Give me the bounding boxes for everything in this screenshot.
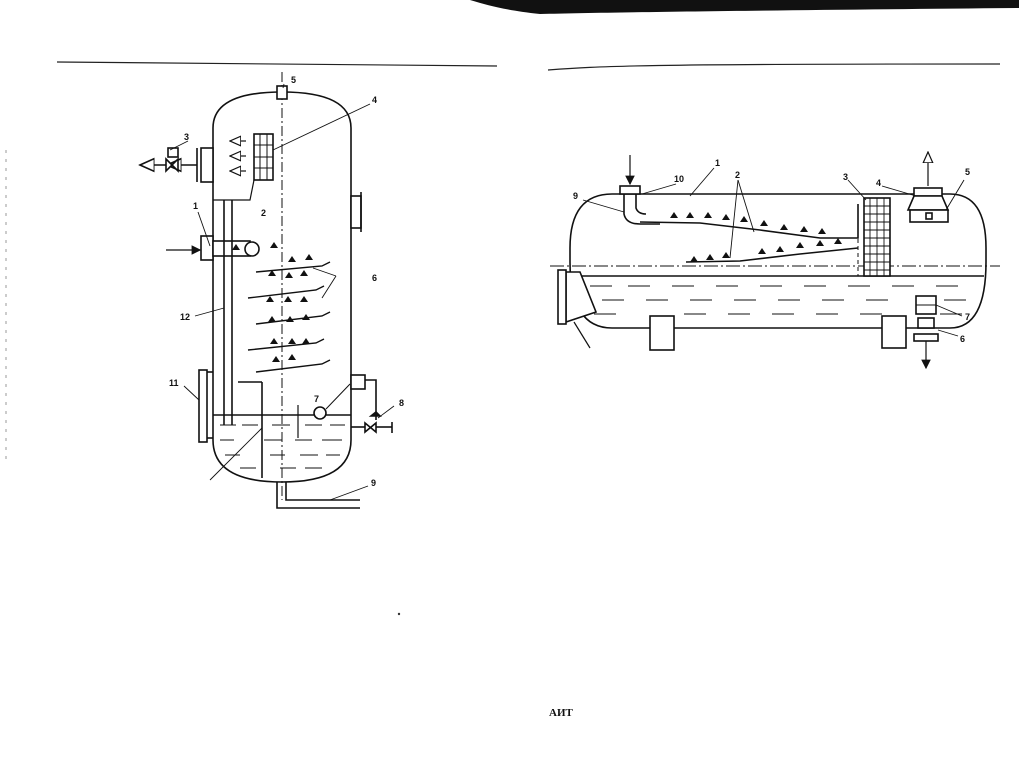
right-label-1: 1 bbox=[715, 158, 720, 168]
inclined-shelf bbox=[255, 261, 331, 273]
left-label-11: 11 bbox=[169, 378, 179, 388]
right-label-2: 2 bbox=[735, 170, 740, 180]
gas-outlet-nozzle bbox=[200, 147, 214, 183]
demister-housing bbox=[906, 195, 950, 211]
left-label-8: 8 bbox=[399, 398, 404, 408]
horizontal-vessel-body bbox=[569, 193, 987, 329]
droplet-arrows-right bbox=[670, 212, 842, 262]
inclined-shelf bbox=[247, 285, 325, 299]
level-float bbox=[313, 406, 327, 420]
page-header-rule-right bbox=[547, 63, 1001, 71]
side-nozzle bbox=[350, 195, 362, 229]
top-valve-fitting bbox=[276, 85, 288, 100]
end-nozzle bbox=[565, 271, 598, 324]
left-label-2: 2 bbox=[261, 208, 266, 218]
droplet-arrows-left bbox=[232, 242, 313, 362]
left-label-7: 7 bbox=[314, 394, 319, 404]
liquid-dashes bbox=[220, 424, 345, 469]
vertical-vessel-body bbox=[212, 91, 352, 483]
left-label-6: 6 bbox=[372, 273, 377, 283]
right-label-7: 7 bbox=[965, 312, 970, 322]
right-label-9: 9 bbox=[573, 191, 578, 201]
lower-shelf bbox=[685, 247, 859, 263]
left-label-9: 9 bbox=[371, 478, 376, 488]
liquid-valve bbox=[364, 421, 377, 434]
inlet-flange bbox=[619, 185, 641, 195]
horizontal-separator bbox=[550, 152, 1000, 370]
inclined-shelf bbox=[255, 359, 331, 373]
right-label-6: 6 bbox=[960, 334, 965, 344]
support-right bbox=[881, 315, 907, 349]
inclined-shelf bbox=[255, 311, 331, 325]
gas-outlet-flange bbox=[913, 187, 943, 197]
upper-shelf bbox=[639, 204, 859, 239]
left-label-4: 4 bbox=[372, 95, 377, 105]
gas-valve bbox=[165, 157, 179, 173]
vertical-separator bbox=[140, 72, 395, 509]
right-label-3: 3 bbox=[843, 172, 848, 182]
page-top-shadow bbox=[0, 0, 1019, 14]
bottom-outlet-pipe bbox=[276, 482, 360, 509]
left-label-1: 1 bbox=[193, 201, 198, 211]
right-label-5: 5 bbox=[965, 167, 970, 177]
support-left bbox=[649, 315, 675, 351]
left-label-12: 12 bbox=[180, 312, 190, 322]
right-label-4: 4 bbox=[876, 178, 881, 188]
level-gauge bbox=[198, 369, 208, 443]
left-label-5: 5 bbox=[291, 75, 296, 85]
right-label-10: 10 bbox=[674, 174, 684, 184]
inclined-shelf bbox=[247, 338, 325, 351]
inlet-nozzle bbox=[200, 235, 214, 261]
page-header-rule-left bbox=[56, 61, 498, 67]
liquid-dashes-horizontal bbox=[590, 285, 966, 315]
ink-speck bbox=[397, 612, 401, 616]
footer-text: АИТ bbox=[549, 707, 573, 719]
left-label-3: 3 bbox=[184, 132, 189, 142]
